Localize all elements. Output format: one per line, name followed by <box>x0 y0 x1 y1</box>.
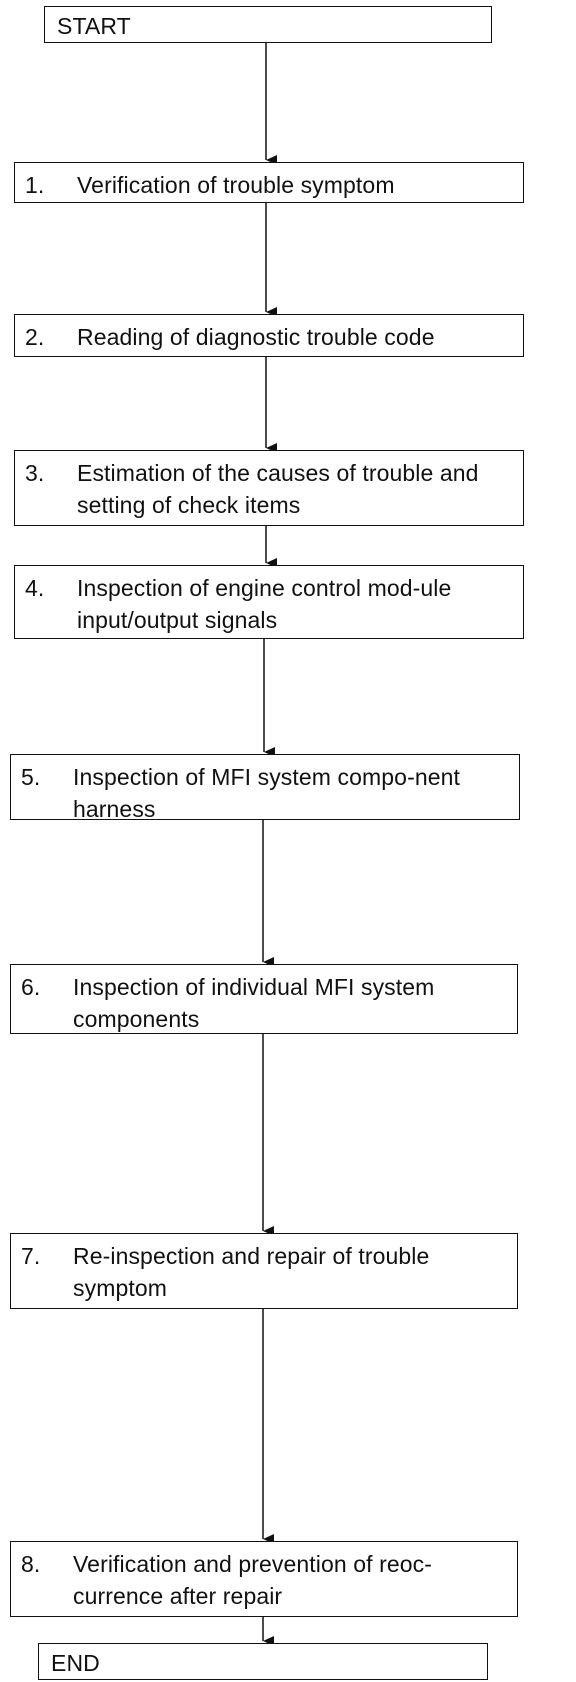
step-2-box: 2. Reading of diagnostic trouble code <box>14 314 524 357</box>
step-3-text: Estimation of the causes of trouble and … <box>77 460 479 518</box>
end-box: END <box>38 1643 488 1680</box>
step-6-text: Inspection of individual MFI system comp… <box>73 974 435 1032</box>
step-5-box: 5. Inspection of MFI system compo-nent h… <box>10 754 520 822</box>
step-4-box: 4. Inspection of engine control mod-ule … <box>14 565 524 639</box>
step-4-text: Inspection of engine control mod-ule inp… <box>77 575 452 633</box>
step-6-number: 6. <box>21 974 41 1000</box>
step-3-box: 3. Estimation of the causes of trouble a… <box>14 450 524 526</box>
step-4-number: 4. <box>25 575 45 601</box>
step-1-text: Verification of trouble symptom <box>77 172 395 198</box>
start-label: START <box>57 13 131 39</box>
step-6-box: 6. Inspection of individual MFI system c… <box>10 964 518 1034</box>
step-8-text: Verification and prevention of reoc-curr… <box>73 1551 433 1609</box>
step-2-number: 2. <box>25 324 45 350</box>
step-7-number: 7. <box>21 1243 41 1269</box>
step-7-text: Re-inspection and repair of trouble symp… <box>73 1243 430 1301</box>
step-5-number: 5. <box>21 764 41 790</box>
step-1-box: 1. Verification of trouble symptom <box>14 162 524 203</box>
end-label: END <box>51 1650 100 1676</box>
step-1-number: 1. <box>25 172 45 198</box>
step-7-box: 7. Re-inspection and repair of trouble s… <box>10 1233 518 1309</box>
start-box: START <box>44 6 492 43</box>
step-8-box: 8. Verification and prevention of reoc-c… <box>10 1541 518 1617</box>
step-2-text: Reading of diagnostic trouble code <box>77 324 435 350</box>
step-8-number: 8. <box>21 1551 41 1577</box>
step-3-number: 3. <box>25 460 45 486</box>
step-5-text: Inspection of MFI system compo-nent harn… <box>73 764 460 822</box>
